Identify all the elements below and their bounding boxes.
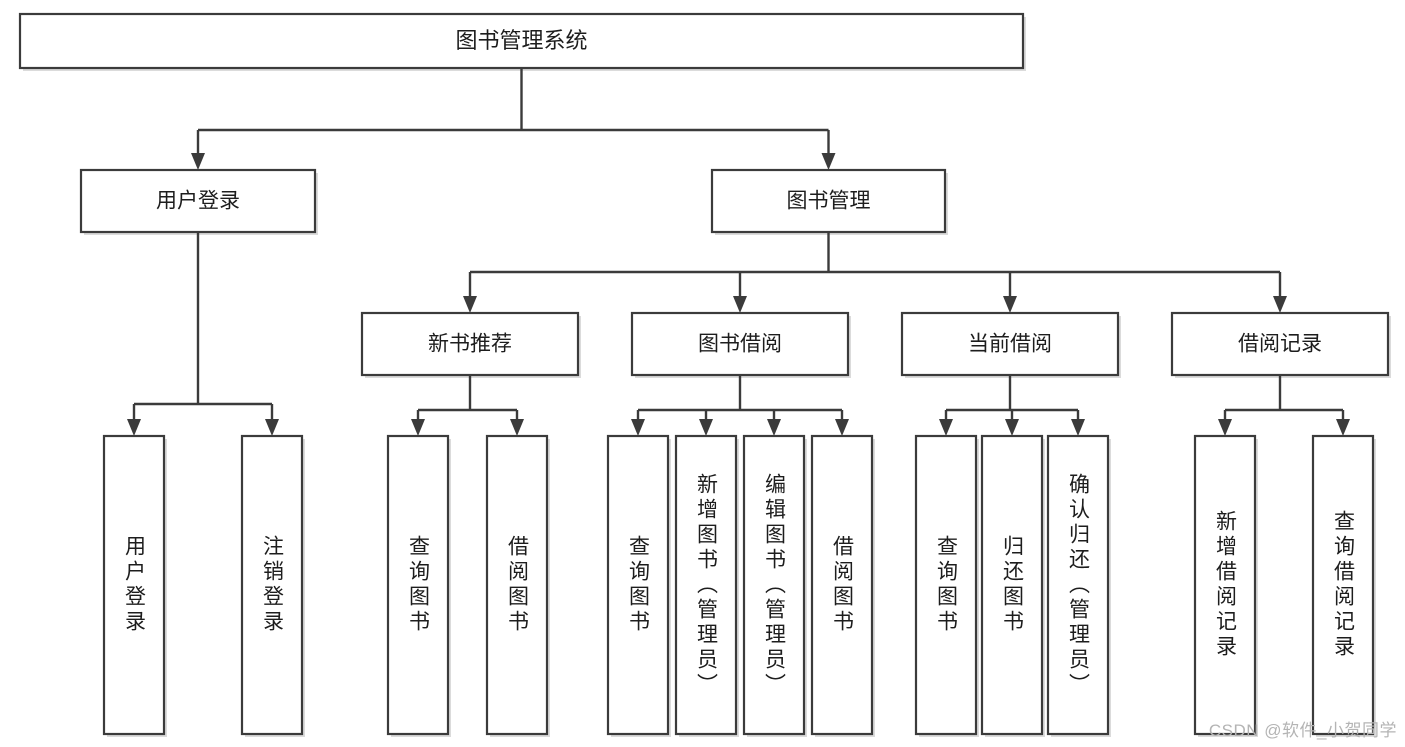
arrow-head-leaf-10: [1071, 419, 1085, 436]
root-label-0: 图书管理系统: [455, 28, 587, 53]
level3-box-0[interactable]: [360, 311, 580, 377]
connector-layer: [127, 68, 1350, 436]
arrow-head-leaf-0: [127, 419, 141, 436]
level3-box-1[interactable]: [630, 311, 850, 377]
level3-label-3: 借阅记录: [1238, 333, 1322, 356]
leaf-box-3[interactable]: [485, 434, 549, 736]
level3-box-2[interactable]: [900, 311, 1120, 377]
leaf-box-6[interactable]: [742, 434, 806, 736]
arrow-head-leaf-2: [411, 419, 425, 436]
arrow-head-level3-1: [733, 296, 747, 313]
arrow-head-level3-3: [1273, 296, 1287, 313]
level2-box-0[interactable]: [79, 168, 317, 234]
root-box-0[interactable]: [18, 12, 1025, 70]
arrow-head-leaf-9: [1005, 419, 1019, 436]
arrow-head-leaf-11: [1218, 419, 1232, 436]
leaf-box-2[interactable]: [386, 434, 450, 736]
leaf-box-11[interactable]: [1193, 434, 1257, 736]
arrow-head-level2-1: [821, 153, 836, 170]
arrow-head-level3-0: [463, 296, 477, 313]
leaf-box-12[interactable]: [1311, 434, 1375, 736]
leaf-box-10[interactable]: [1046, 434, 1110, 736]
arrow-head-leaf-6: [767, 419, 781, 436]
leaf-box-5[interactable]: [674, 434, 738, 736]
watermark-text: CSDN @软件_小贺同学: [1208, 721, 1397, 740]
arrow-head-leaf-1: [265, 419, 279, 436]
arrow-head-level2-0: [191, 153, 205, 170]
leaf-box-9[interactable]: [980, 434, 1044, 736]
level3-box-3[interactable]: [1170, 311, 1390, 377]
arrow-head-leaf-7: [835, 419, 849, 436]
level3-label-0: 新书推荐: [428, 333, 512, 356]
leaf-box-4[interactable]: [606, 434, 670, 736]
level2-label-0: 用户登录: [156, 190, 240, 213]
level3-label-2: 当前借阅: [968, 333, 1052, 356]
arrow-head-leaf-8: [939, 419, 953, 436]
box-layer: [18, 12, 1390, 736]
arrow-head-leaf-3: [510, 419, 524, 436]
leaf-box-8[interactable]: [914, 434, 978, 736]
leaf-box-0[interactable]: [102, 434, 166, 736]
arrow-head-leaf-12: [1336, 419, 1350, 436]
level3-label-1: 图书借阅: [698, 333, 782, 356]
arrow-head-level3-2: [1003, 296, 1017, 313]
leaf-box-7[interactable]: [810, 434, 874, 736]
arrow-head-leaf-4: [631, 419, 645, 436]
arrow-head-leaf-5: [699, 419, 713, 436]
level2-label-1: 图书管理: [787, 190, 871, 213]
leaf-box-1[interactable]: [240, 434, 304, 736]
level2-box-1[interactable]: [710, 168, 947, 234]
